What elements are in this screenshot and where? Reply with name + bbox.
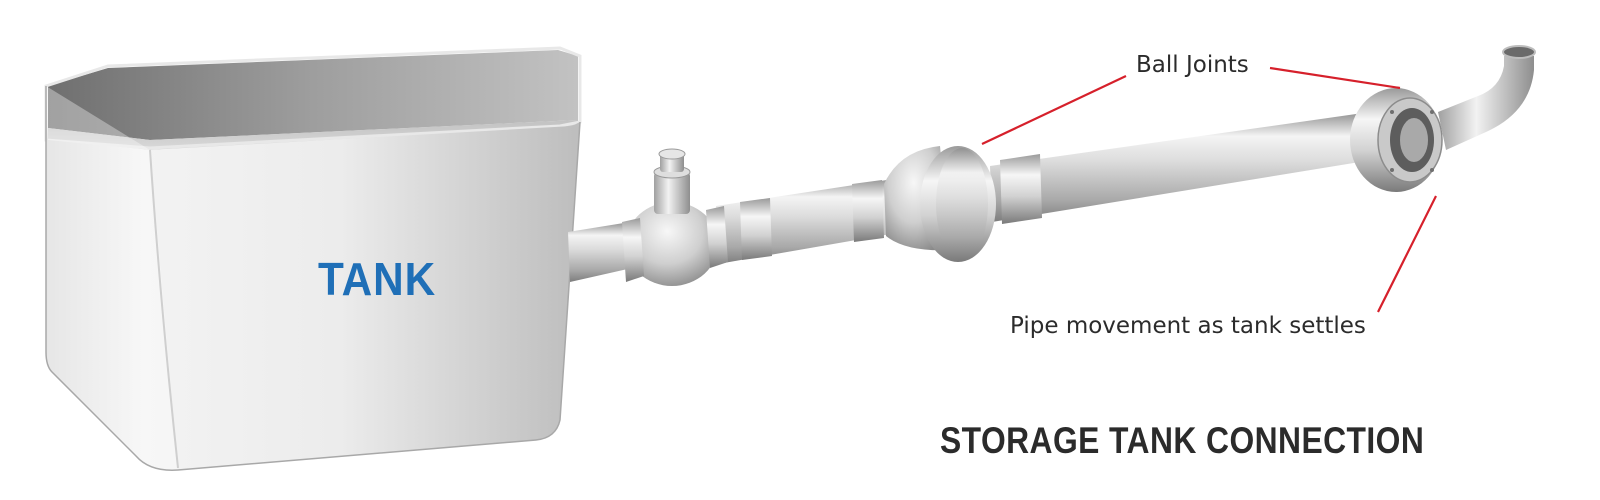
elbow-lower-pipe: [1438, 56, 1534, 150]
tank-inner-back-wall: [48, 50, 578, 140]
valve-cap-top: [658, 148, 686, 160]
bearing-bolt: [1430, 168, 1434, 172]
callout-lines: [981, 66, 1437, 313]
pipe-movement-callout: Pipe movement as tank settles: [1010, 313, 1366, 339]
callout-line-pipe-movement: [1377, 195, 1437, 313]
tank-edge: [149, 149, 179, 469]
tank: [44, 46, 582, 471]
callout-line-ball-joint-right: [1269, 66, 1401, 90]
tank-outline: [45, 86, 581, 471]
pipe-coupling-1: [740, 198, 772, 260]
bearing-bolt: [1390, 110, 1394, 114]
ball-joint-flange-rim: [936, 148, 988, 260]
ball-joints-callout: Ball Joints: [1136, 52, 1249, 78]
valve-collar-right: [706, 206, 728, 268]
pipe-coupling-3: [1000, 154, 1042, 224]
elbow-pipe: [1438, 45, 1536, 150]
valve-collar-left: [622, 218, 644, 282]
tank-front-face: [46, 86, 580, 471]
pipe-segment-1: [568, 222, 632, 282]
pipe: [568, 112, 1372, 282]
ball-joint-middle: [884, 146, 996, 262]
bearing-bolt: [1390, 168, 1394, 172]
bearing-core: [1400, 118, 1428, 162]
bearing-bolt: [1430, 110, 1434, 114]
valve-stem: [654, 172, 690, 214]
pipe-coupling-2: [852, 180, 884, 242]
pipe-segment-3: [990, 112, 1372, 222]
tank-label: TANK: [318, 253, 437, 305]
callout-line-ball-joint-middle: [981, 75, 1127, 145]
elbow-opening: [1502, 45, 1536, 59]
valve-fitting: [622, 148, 728, 286]
valve-body: [626, 202, 718, 286]
ball-joint-right: [1350, 88, 1443, 192]
diagram-title: STORAGE TANK CONNECTION: [940, 420, 1425, 461]
tank-left-side: [46, 86, 178, 471]
